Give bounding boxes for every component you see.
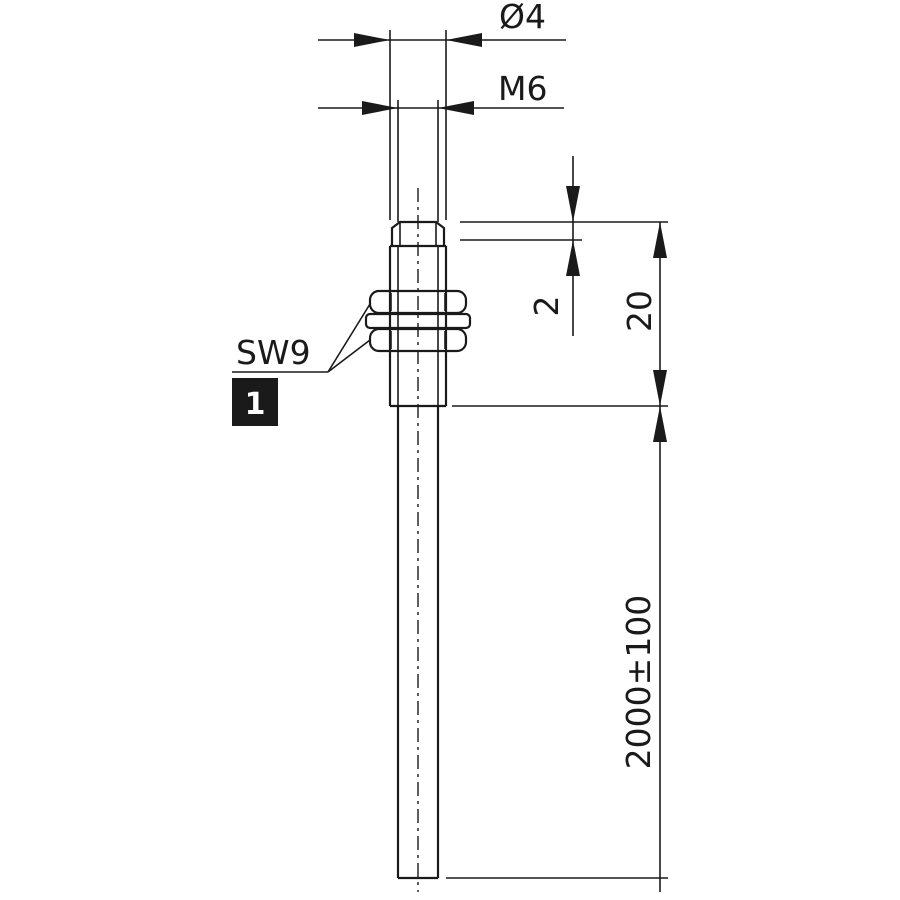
- thread-length-dimension: 20: [452, 222, 668, 407]
- wrench-leader-upper: [327, 303, 371, 373]
- diameter-arrow-right: [446, 33, 482, 47]
- callout-number: 1: [245, 387, 266, 422]
- diameter-label: Ø4: [499, 0, 546, 36]
- sensor-tip: [390, 220, 446, 246]
- sensor-body: [364, 188, 472, 892]
- diameter-arrow-left: [354, 33, 390, 47]
- wrench-size-label: SW9: [236, 333, 311, 372]
- thread-label: M6: [498, 69, 547, 108]
- thread-length-label: 20: [620, 290, 659, 332]
- thread-dimension: M6: [318, 69, 564, 222]
- wrench-size-callout: SW9 1: [232, 303, 371, 426]
- step-dimension: 2: [460, 156, 668, 336]
- thread-arrow-left: [362, 101, 398, 115]
- step-arrow-top: [566, 186, 580, 222]
- cable-length-arrow-top: [653, 406, 667, 442]
- cable-length-label: 2000±100: [619, 595, 658, 770]
- thread-length-arrow-bottom: [653, 370, 667, 406]
- thread-length-arrow-top: [653, 222, 667, 258]
- wrench-leader-lower: [327, 339, 371, 373]
- diameter-dimension: Ø4: [318, 0, 566, 220]
- step-label: 2: [527, 296, 566, 317]
- step-arrow-bottom: [566, 240, 580, 276]
- cable-length-dimension: 2000±100: [446, 406, 668, 892]
- thread-arrow-right: [438, 101, 474, 115]
- callout-badge: [232, 378, 278, 426]
